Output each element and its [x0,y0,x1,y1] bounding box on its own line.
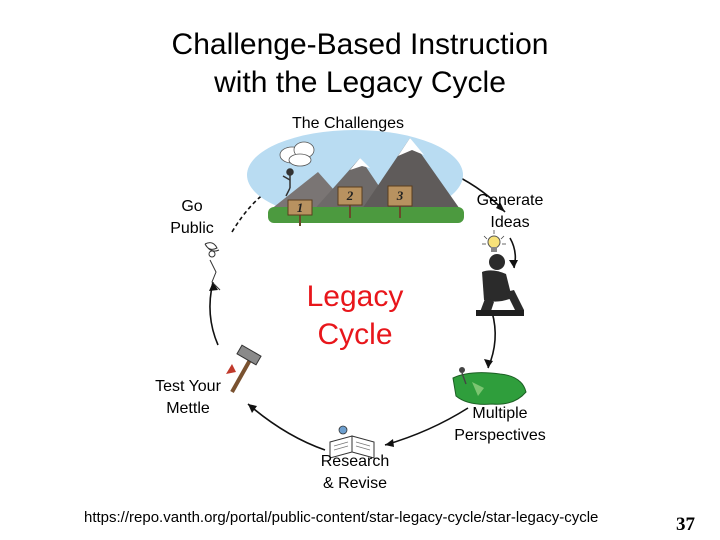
legacy-cycle-center-label: Legacy Cycle [255,278,455,354]
sign-2 [337,186,363,218]
thinker-icon [476,254,524,316]
stage-test-label: Test Your Mettle [136,376,240,420]
spring-icon [204,242,221,291]
climber-figure [282,168,294,197]
arrow-test-to-gopublic [209,281,219,346]
stage-multiple-label: Multiple Perspectives [438,403,562,447]
sign-1 [287,199,313,226]
arrowhead-multiple [484,359,493,368]
stage-generate-line1: Generate [476,192,544,209]
arrowhead-research [385,439,394,447]
stage-challenges-text: The Challenges [291,115,405,132]
stage-research-line2: & Revise [322,475,388,492]
hammer-icon [226,344,262,393]
stage-research-line1: Research [320,453,390,470]
map-icon [452,367,527,405]
sign-2-label: 2 [346,188,354,203]
center-label-line2: Cycle [317,318,393,351]
stage-multiple-line1: Multiple [472,405,528,422]
arrow-research-to-test [247,403,326,451]
stage-generate-label: Generate Ideas [456,190,564,234]
arrow-thinker-to-multiple [487,311,496,369]
arrowheads [209,202,518,447]
stage-generate-line2: Ideas [490,214,530,231]
sign-3 [387,185,413,218]
center-label-line1: Legacy [306,280,404,313]
arrowhead-generate [496,202,505,212]
stage-go-public-line1: Go [181,198,203,215]
sign-1-label: 1 [297,200,304,215]
arrow-multiple-to-research [384,407,469,446]
stage-test-line2: Mettle [166,400,210,417]
slide-title: Challenge-Based Instruction with the Leg… [0,26,720,102]
stage-multiple-line2: Perspectives [454,427,546,444]
book-icon [329,425,375,459]
arrowhead-gopublic [209,282,218,291]
arrowhead-test [248,404,257,413]
snow-peak-high [398,138,424,156]
slide-title-line1: Challenge-Based Instruction [171,28,549,61]
sign-3-label: 3 [396,188,404,203]
stage-test-line1: Test Your [155,378,221,395]
mountains-icon: 1 2 3 [247,130,464,226]
stage-challenges-label: The Challenges [258,113,438,135]
cloud-icon [279,141,315,167]
stage-go-public-label: Go Public [150,196,234,240]
stage-go-public-line2: Public [170,220,214,237]
grass-base [268,207,464,223]
arrowhead-thinker [509,260,518,268]
snow-peak-mid [350,158,370,170]
lightbulb-icon [482,230,506,252]
page-number: 37 [676,514,695,535]
stage-research-label: Research & Revise [300,451,410,495]
slide-title-line2: with the Legacy Cycle [214,66,506,99]
source-url: https://repo.vanth.org/portal/public-con… [84,509,599,526]
mountain-peak [360,138,462,212]
